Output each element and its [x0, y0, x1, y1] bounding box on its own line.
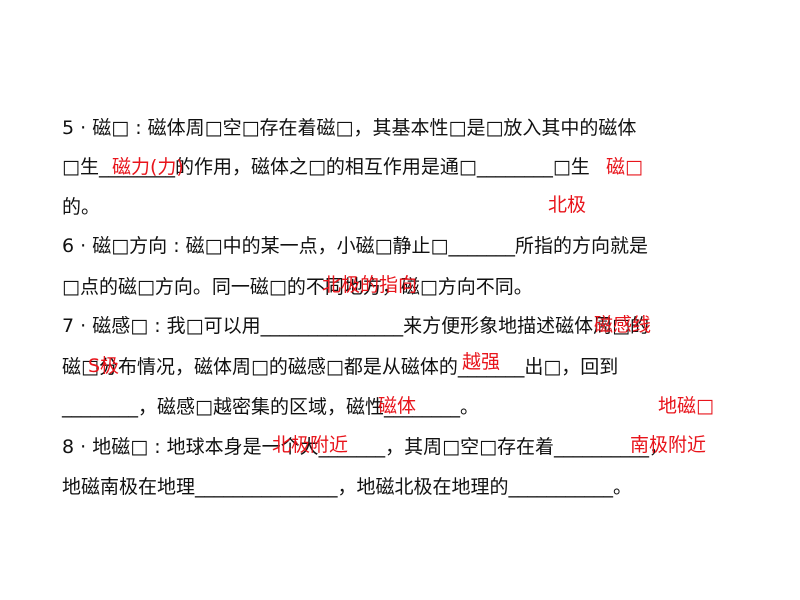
answer-stronger: 越强: [462, 351, 501, 373]
answer-magnet: 磁体: [378, 395, 417, 417]
question-8-line-2: 地磁南极在地理_______________，地磁北极在地理的_________…: [62, 476, 633, 498]
answer-earth-magnetic: 地磁□: [658, 395, 714, 417]
question-7-line-2: 磁□分布情况，磁体周□的磁感□都是从磁体的_______出□，回到: [62, 356, 619, 378]
question-8-line-1: 8 · 地磁□ : 地球本身是一个大_______，其周□空□存在着______…: [62, 436, 669, 458]
question-6-line-2: □点的磁□方向。同一磁□的不同地方，磁□方向不同。: [62, 276, 533, 298]
answer-near-north-pole: 北极附近: [272, 434, 349, 456]
question-5-line-3: 的。: [62, 196, 101, 218]
answer-s-pole: S极: [88, 355, 120, 377]
question-5-line-2: □生________的作用，磁体之□的相互作用是通□________□生: [62, 156, 590, 178]
answer-north-pole: 北极: [548, 194, 587, 216]
answer-magnetic-force: 磁力(力): [112, 156, 184, 178]
answer-north-direction: 北极的指向: [322, 274, 418, 296]
answer-field-lines: 磁感线: [594, 314, 652, 336]
question-6-line-1: 6 · 磁□方向 : 磁□中的某一点，小磁□静止□_______所指的方向就是: [62, 235, 648, 257]
question-7-line-3: ________，磁感□越密集的区域，磁性________。: [62, 396, 479, 418]
question-5-line-1: 5 · 磁□ : 磁体周□空□存在着磁□，其基本性□是□放入其中的磁体: [62, 117, 637, 139]
answer-near-south-pole: 南极附近: [630, 434, 707, 456]
question-7-line-1: 7 · 磁感□ : 我□可以用_______________来方便形象地描述磁体…: [62, 315, 650, 337]
answer-magnetic-field: 磁□: [606, 156, 643, 178]
